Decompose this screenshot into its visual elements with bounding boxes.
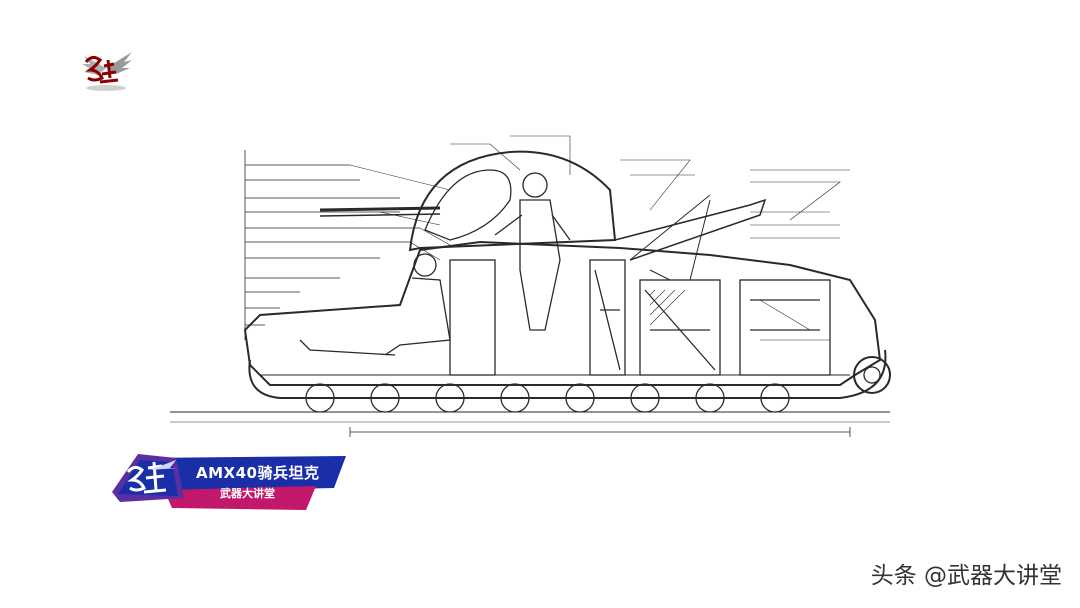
watermark-text: 头条 @武器大讲堂	[870, 563, 1062, 589]
emblem-icon	[126, 460, 178, 494]
badge-subtitle: 武器大讲堂	[220, 487, 275, 500]
tank-blueprint-drawing	[150, 130, 910, 450]
title-badge: AMX40骑兵坦克 武器大讲堂	[110, 452, 346, 514]
winged-emblem-icon	[78, 48, 134, 94]
badge-title: AMX40骑兵坦克	[196, 464, 320, 482]
